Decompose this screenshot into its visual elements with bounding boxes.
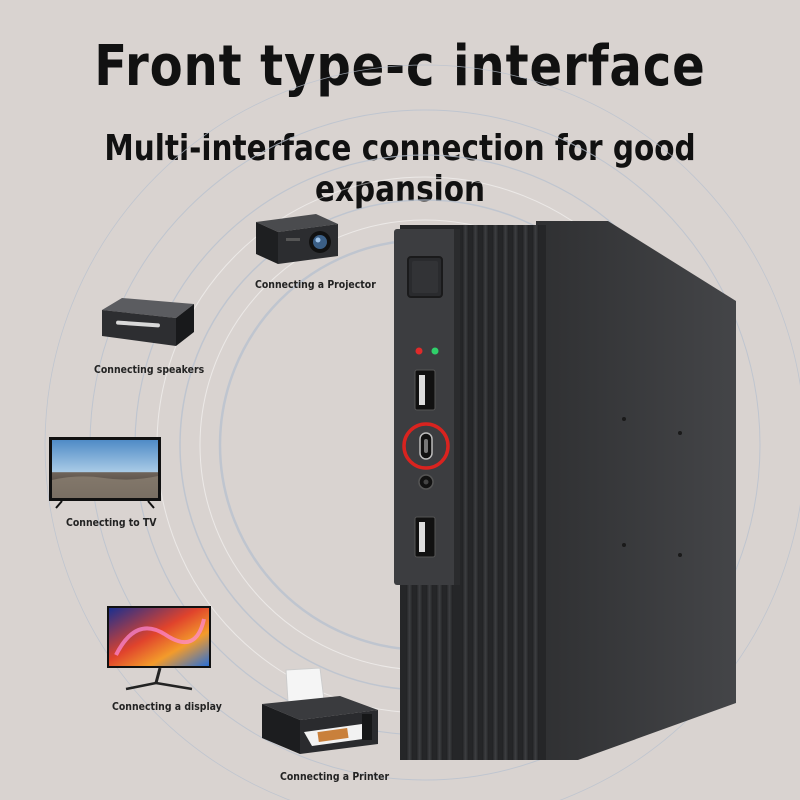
tv-icon	[49, 437, 161, 509]
projector-label: Connecting a Projector	[255, 278, 376, 291]
speakers-label: Connecting speakers	[94, 363, 205, 376]
printer-label: Connecting a Printer	[280, 770, 390, 783]
speaker-icon	[102, 298, 194, 346]
display-label: Connecting a display	[112, 700, 222, 713]
printer-icon	[262, 667, 378, 754]
page-subtitle: Multi-interface connection for good expa…	[104, 128, 696, 210]
tv-label: Connecting to TV	[66, 516, 157, 529]
projector-icon	[256, 214, 338, 264]
monitor-icon	[107, 606, 211, 691]
mini-pc-case	[394, 221, 736, 760]
page-title: Front type-c interface	[94, 34, 706, 99]
